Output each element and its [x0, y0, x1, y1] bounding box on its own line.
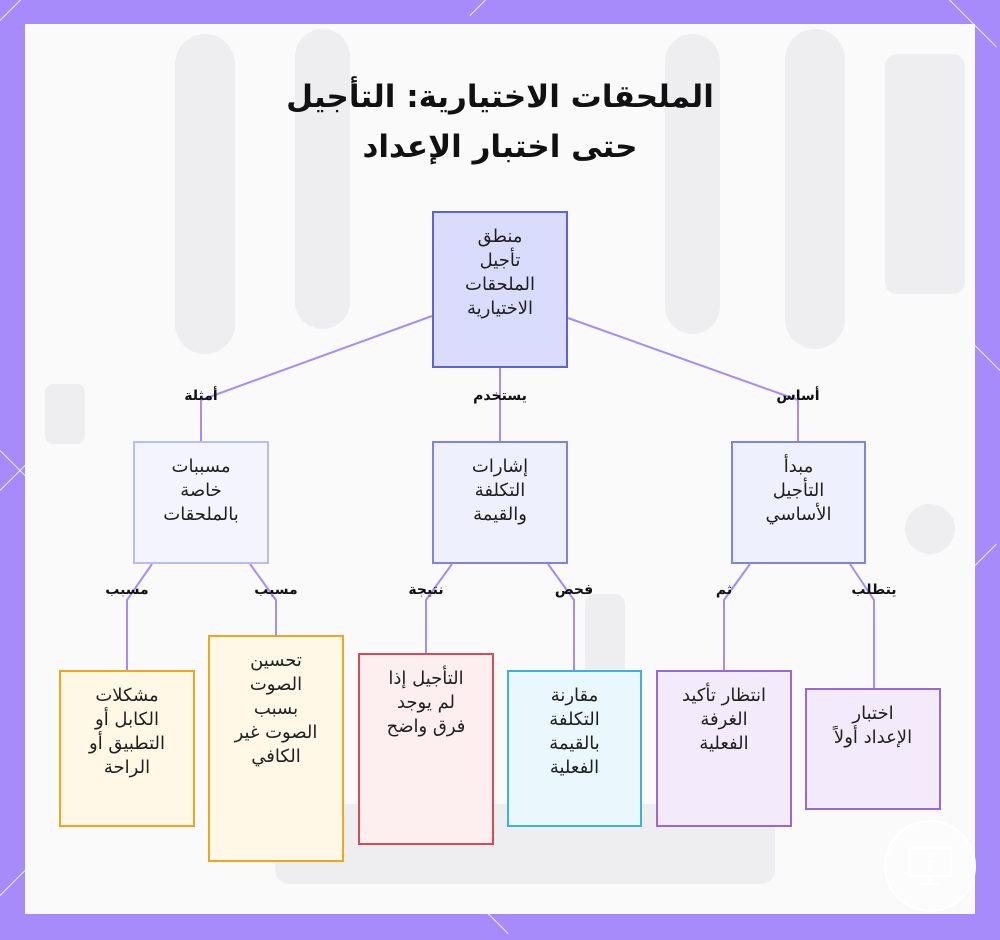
edge-cause-2	[126, 563, 153, 670]
edge-label-check: فحص	[554, 582, 594, 598]
node-cable-issues: مشكلات الكابل أو التطبيق أو الراحة	[59, 670, 195, 827]
monitor-icon	[908, 847, 952, 885]
edge-label-then: ثم	[715, 582, 733, 598]
node-compare: مقارنة التكلفة بالقيمة الفعلية	[507, 670, 642, 827]
background-shape	[585, 594, 625, 684]
background-shape	[45, 384, 85, 444]
edge-requires	[849, 563, 875, 688]
background-shape	[905, 504, 955, 554]
edge-result	[425, 563, 453, 653]
edge-examples	[200, 315, 433, 441]
edge-cause-1	[249, 563, 277, 635]
diagram-title: الملحقات الاختيارية: التأجيل حتى اختبار …	[286, 79, 714, 165]
node-test-setup: اختبار الإعداد أولاً	[805, 688, 941, 810]
node-signals: إشارات التكلفة والقيمة	[432, 441, 568, 564]
node-root: منطق تأجيل الملحقات الاختيارية	[432, 211, 568, 368]
node-defer-if: التأجيل إذا لم يوجد فرق واضح	[358, 653, 494, 845]
edge-check	[547, 563, 575, 670]
edge-label-requires: يتطلب	[851, 582, 897, 598]
edge-label-examples: أمثلة	[184, 388, 218, 404]
node-improve-sound: تحسين الصوت بسبب الصوت غير الكافي	[208, 635, 344, 862]
edge-label-result: نتيجة	[408, 582, 444, 598]
node-causes: مسببات خاصة بالملحقات	[133, 441, 269, 564]
background-shape	[295, 29, 350, 329]
edge-label-cause: مسبب	[254, 582, 298, 598]
background-shape	[785, 29, 845, 349]
background-shape	[665, 34, 720, 334]
edge-label-uses: يستخدم	[473, 388, 527, 404]
background-shape	[175, 34, 235, 354]
edge-label-cause: مسبب	[105, 582, 149, 598]
logo-badge	[884, 820, 976, 912]
edge-basis	[567, 317, 799, 441]
edge-label-basis: أساس	[776, 388, 820, 404]
background-shape	[885, 54, 965, 294]
edge-then	[723, 563, 751, 670]
node-wait-room: انتظار تأكيد الغرفة الفعلية	[656, 670, 792, 827]
node-principle: مبدأ التأجيل الأساسي	[731, 441, 866, 564]
